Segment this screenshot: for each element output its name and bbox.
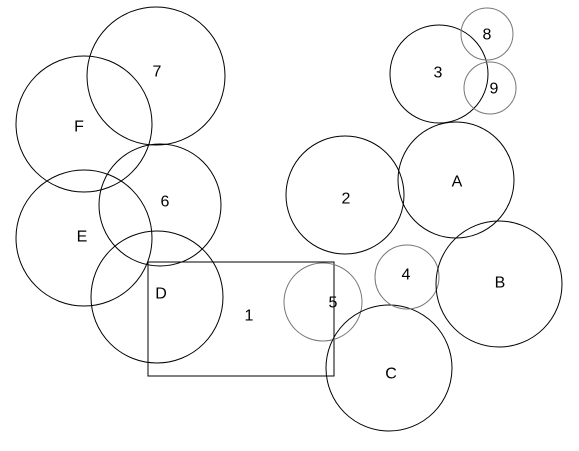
label-c: C <box>385 366 397 383</box>
label-2: 2 <box>342 191 351 208</box>
label-7: 7 <box>153 64 162 81</box>
label-f: F <box>74 119 84 136</box>
circle-4 <box>374 244 440 310</box>
circle-d <box>90 230 224 364</box>
circle-8 <box>460 7 514 61</box>
circle-b <box>435 220 563 348</box>
circle-f <box>15 55 153 193</box>
label-b: B <box>495 275 506 292</box>
circle-9 <box>463 61 517 115</box>
circle-6 <box>98 143 222 267</box>
label-1: 1 <box>245 308 254 325</box>
label-8: 8 <box>483 27 492 44</box>
circle-2 <box>285 135 405 255</box>
circle-3 <box>389 24 489 124</box>
label-3: 3 <box>434 65 443 82</box>
label-a: A <box>452 174 463 191</box>
label-4: 4 <box>402 267 411 284</box>
rect-1 <box>147 261 335 377</box>
label-d: D <box>155 286 167 303</box>
label-6: 6 <box>161 194 170 211</box>
circle-5 <box>283 262 363 342</box>
label-e: E <box>77 229 88 246</box>
label-5: 5 <box>329 295 338 312</box>
circle-c <box>325 304 453 432</box>
circle-7 <box>86 6 226 146</box>
circle-e <box>15 169 153 307</box>
label-9: 9 <box>490 81 499 98</box>
